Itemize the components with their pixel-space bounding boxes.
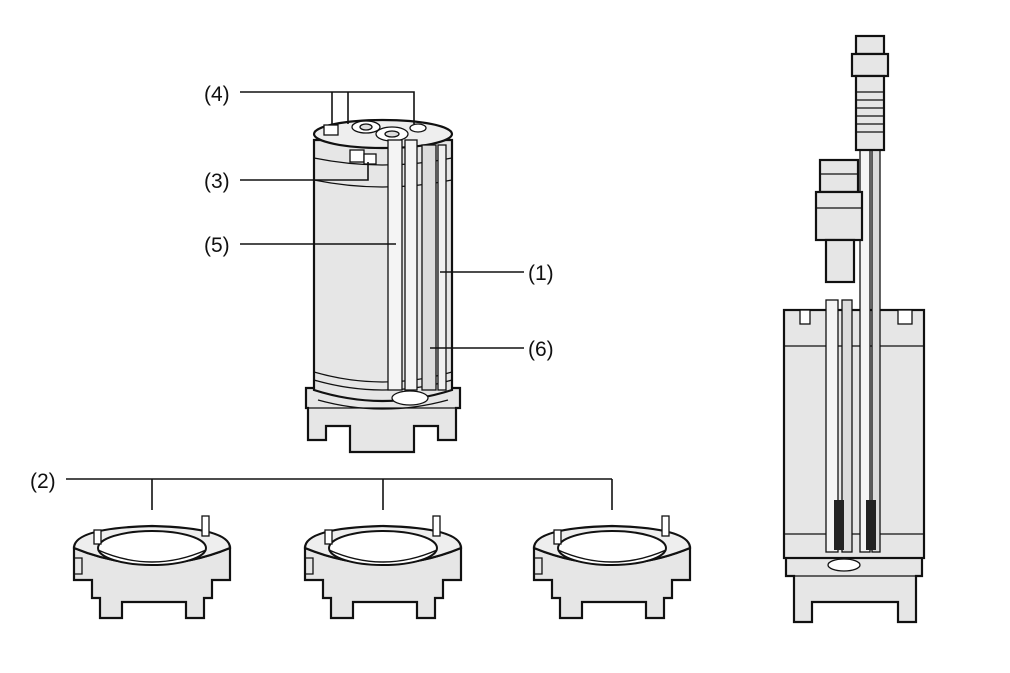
callout-5: (5) — [204, 234, 230, 257]
adapter-ring-2 — [303, 514, 463, 620]
side-connector-right — [850, 34, 890, 152]
adapter-ring-1 — [72, 514, 232, 620]
side-view-unit — [782, 34, 926, 624]
top-connectors — [323, 120, 427, 165]
side-body — [782, 308, 926, 560]
callout-1: (1) — [528, 262, 554, 285]
callout-2: (2) — [30, 470, 56, 493]
callout-4: (4) — [204, 83, 230, 106]
leader-lines — [66, 91, 613, 510]
side-connector-left — [814, 158, 864, 284]
adapter-ring-3 — [532, 514, 692, 620]
cylinder-unit — [304, 118, 462, 454]
probe-rods — [387, 139, 447, 391]
callout-6: (6) — [528, 338, 554, 361]
callout-3: (3) — [204, 170, 230, 193]
